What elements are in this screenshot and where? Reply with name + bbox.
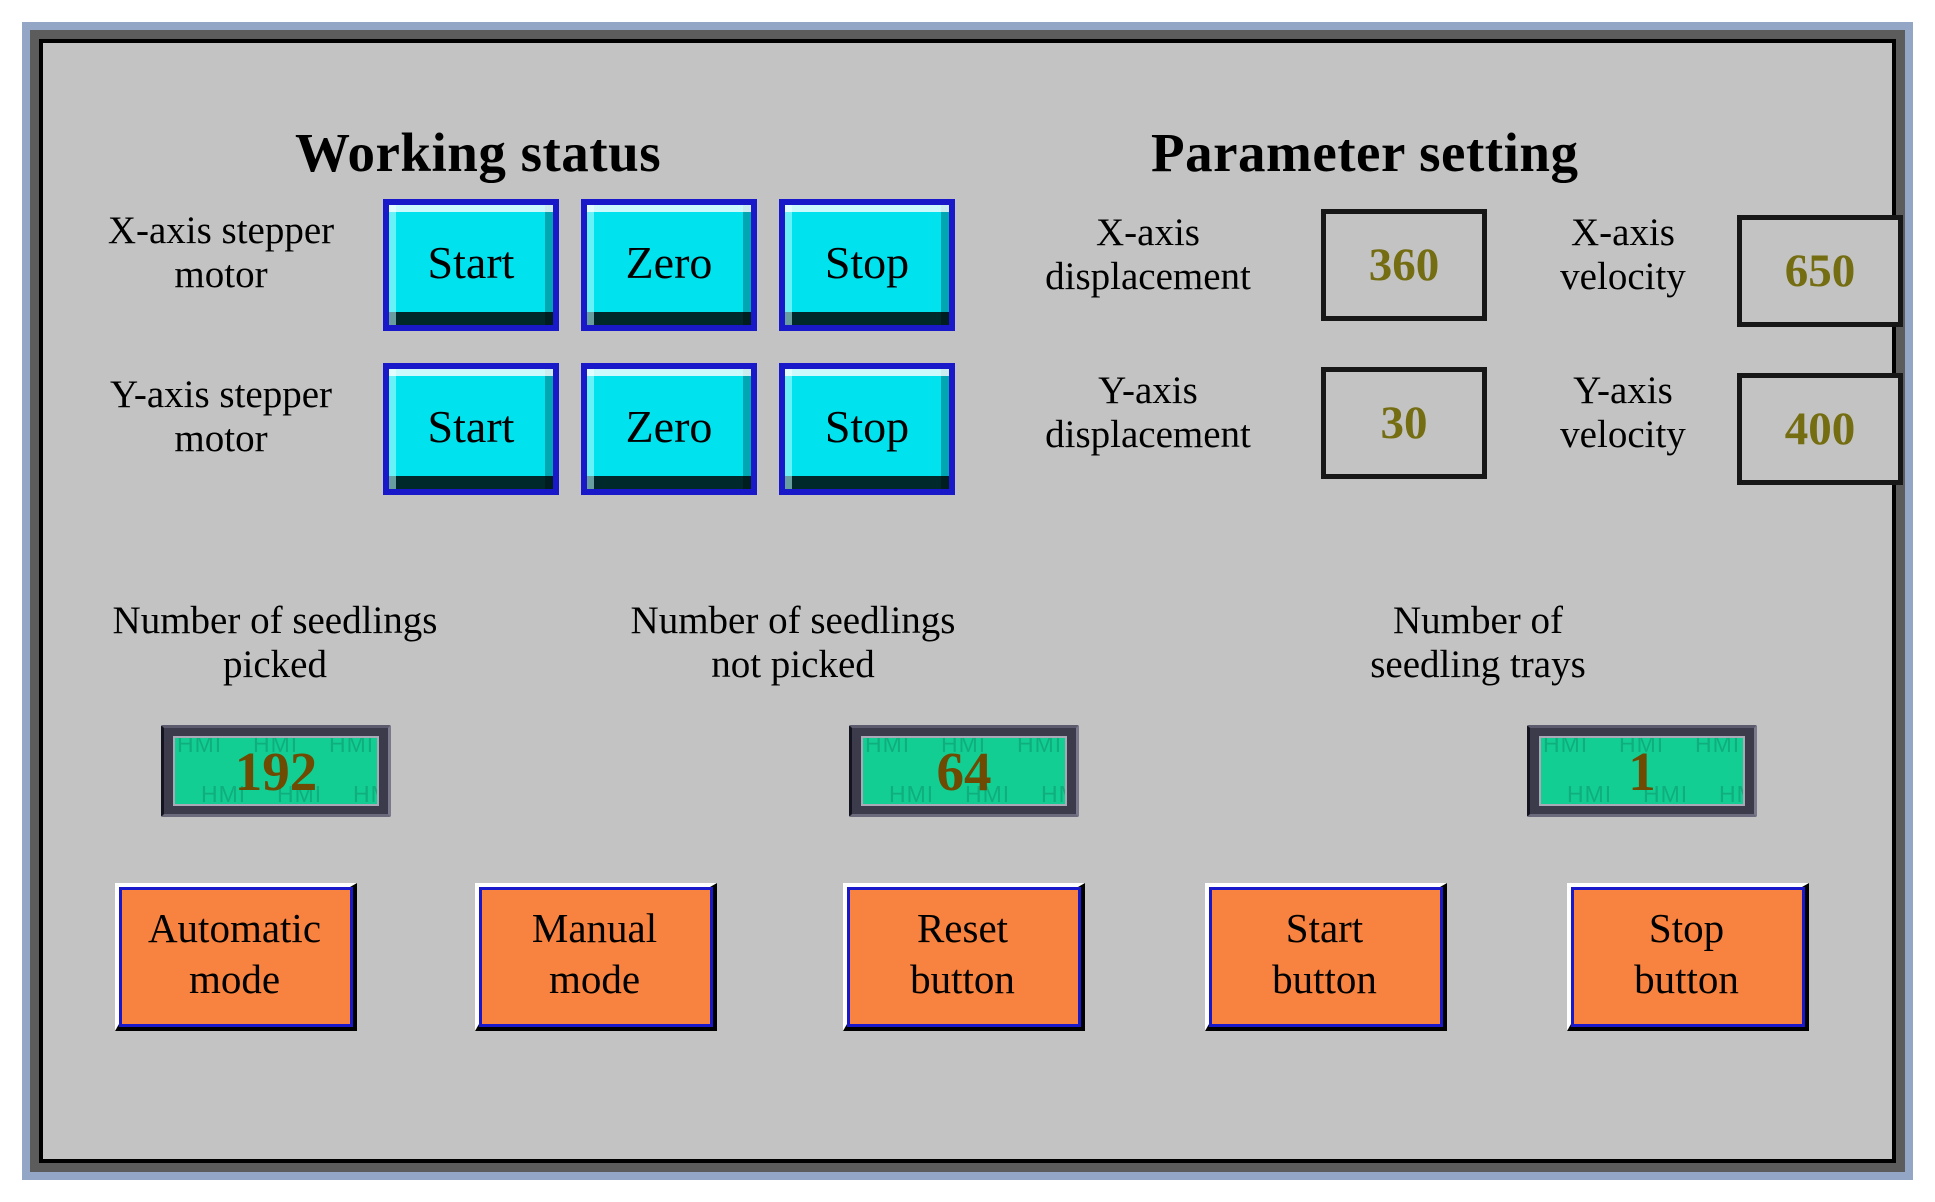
hmi-watermark: HMI [253, 736, 299, 757]
start-button-label: Start button [1272, 905, 1377, 1002]
parameter-setting-title: Parameter setting [1151, 122, 1579, 183]
x-axis-stop-button[interactable]: Stop [779, 199, 955, 331]
hmi-watermark: HMI [1695, 736, 1741, 757]
manual-mode-button-label: Manual mode [531, 905, 658, 1002]
stop-button[interactable]: Stop button [1567, 883, 1809, 1031]
x-axis-start-button-label: Start [427, 236, 515, 288]
hmi-watermark: HMI [889, 781, 935, 806]
y-axis-stepper-motor-label: Y-axis stepper motor [109, 373, 333, 460]
x-axis-displacement-label: X-axis displacement [1045, 211, 1251, 298]
hmi-middle-frame: Working status Parameter setting X-axis … [30, 30, 1905, 1172]
x-axis-stop-button-label: Stop [824, 236, 910, 288]
hmi-watermark: HMI [277, 781, 323, 806]
automatic-mode-button-label: Automatic mode [147, 905, 322, 1002]
x-axis-zero-button[interactable]: Zero [581, 199, 757, 331]
hmi-watermark: HMI [201, 781, 247, 806]
reset-button[interactable]: Reset button [843, 883, 1085, 1031]
y-axis-stop-button[interactable]: Stop [779, 363, 955, 495]
working-status-title: Working status [295, 122, 662, 183]
hmi-watermark: HMI [353, 781, 377, 806]
seedlings-not-picked-label: Number of seedlings not picked [630, 599, 956, 686]
y-axis-displacement-value: 30 [1380, 397, 1428, 449]
hmi-watermark: HMI [1719, 781, 1743, 806]
automatic-mode-button[interactable]: Automatic mode [115, 883, 357, 1031]
hmi-panel: Working status Parameter setting X-axis … [39, 39, 1903, 1163]
hmi-watermark: HMI [965, 781, 1011, 806]
seedlings-not-picked-screen: HMI HMI HMI HMI HMI HMI 64 [861, 736, 1067, 806]
x-axis-displacement-field[interactable]: 360 [1321, 209, 1487, 321]
seedlings-not-picked-value: 64 [936, 740, 992, 802]
x-axis-start-button[interactable]: Start [383, 199, 559, 331]
x-axis-stepper-motor-label: X-axis stepper motor [107, 209, 335, 296]
hmi-watermark: HMI [1619, 736, 1665, 757]
seedlings-picked-value: 192 [234, 740, 318, 802]
y-axis-velocity-label: Y-axis velocity [1560, 369, 1686, 456]
reset-button-label: Reset button [910, 905, 1015, 1002]
y-axis-displacement-field[interactable]: 30 [1321, 367, 1487, 479]
manual-mode-button[interactable]: Manual mode [475, 883, 717, 1031]
hmi-watermark: HMI [1041, 781, 1065, 806]
hmi-watermark: HMI [1567, 781, 1613, 806]
y-axis-velocity-field[interactable]: 400 [1737, 373, 1903, 485]
x-axis-velocity-field[interactable]: 650 [1737, 215, 1903, 327]
hmi-watermark: HMI [941, 736, 987, 757]
seedling-trays-screen: HMI HMI HMI HMI HMI HMI 1 [1539, 736, 1745, 806]
seedlings-picked-label: Number of seedlings picked [112, 599, 438, 686]
x-axis-velocity-label: X-axis velocity [1560, 211, 1686, 298]
y-axis-zero-button[interactable]: Zero [581, 363, 757, 495]
hmi-watermark: HMI [865, 736, 911, 757]
start-button[interactable]: Start button [1205, 883, 1447, 1031]
y-axis-start-button-label: Start [427, 400, 515, 452]
stop-button-label: Stop button [1634, 905, 1739, 1002]
hmi-watermark: HMI [1643, 781, 1689, 806]
seedling-trays-label: Number of seedling trays [1370, 599, 1586, 686]
seedlings-not-picked-display: HMI HMI HMI HMI HMI HMI 64 [849, 725, 1079, 817]
hmi-watermark: HMI [1017, 736, 1063, 757]
y-axis-zero-button-label: Zero [625, 400, 713, 452]
x-axis-velocity-value: 650 [1784, 245, 1856, 297]
hmi-watermark: HMI [1543, 736, 1589, 757]
y-axis-velocity-value: 400 [1784, 403, 1856, 455]
seedlings-picked-display: HMI HMI HMI HMI HMI HMI 192 [161, 725, 391, 817]
y-axis-stop-button-label: Stop [824, 400, 910, 452]
seedlings-picked-screen: HMI HMI HMI HMI HMI HMI 192 [173, 736, 379, 806]
hmi-watermark: HMI [329, 736, 375, 757]
x-axis-displacement-value: 360 [1368, 239, 1440, 291]
y-axis-displacement-label: Y-axis displacement [1045, 369, 1251, 456]
hmi-watermark: HMI [177, 736, 223, 757]
seedling-trays-display: HMI HMI HMI HMI HMI HMI 1 [1527, 725, 1757, 817]
hmi-outer-frame: Working status Parameter setting X-axis … [22, 22, 1913, 1180]
y-axis-start-button[interactable]: Start [383, 363, 559, 495]
x-axis-zero-button-label: Zero [625, 236, 713, 288]
seedling-trays-value: 1 [1628, 740, 1656, 802]
